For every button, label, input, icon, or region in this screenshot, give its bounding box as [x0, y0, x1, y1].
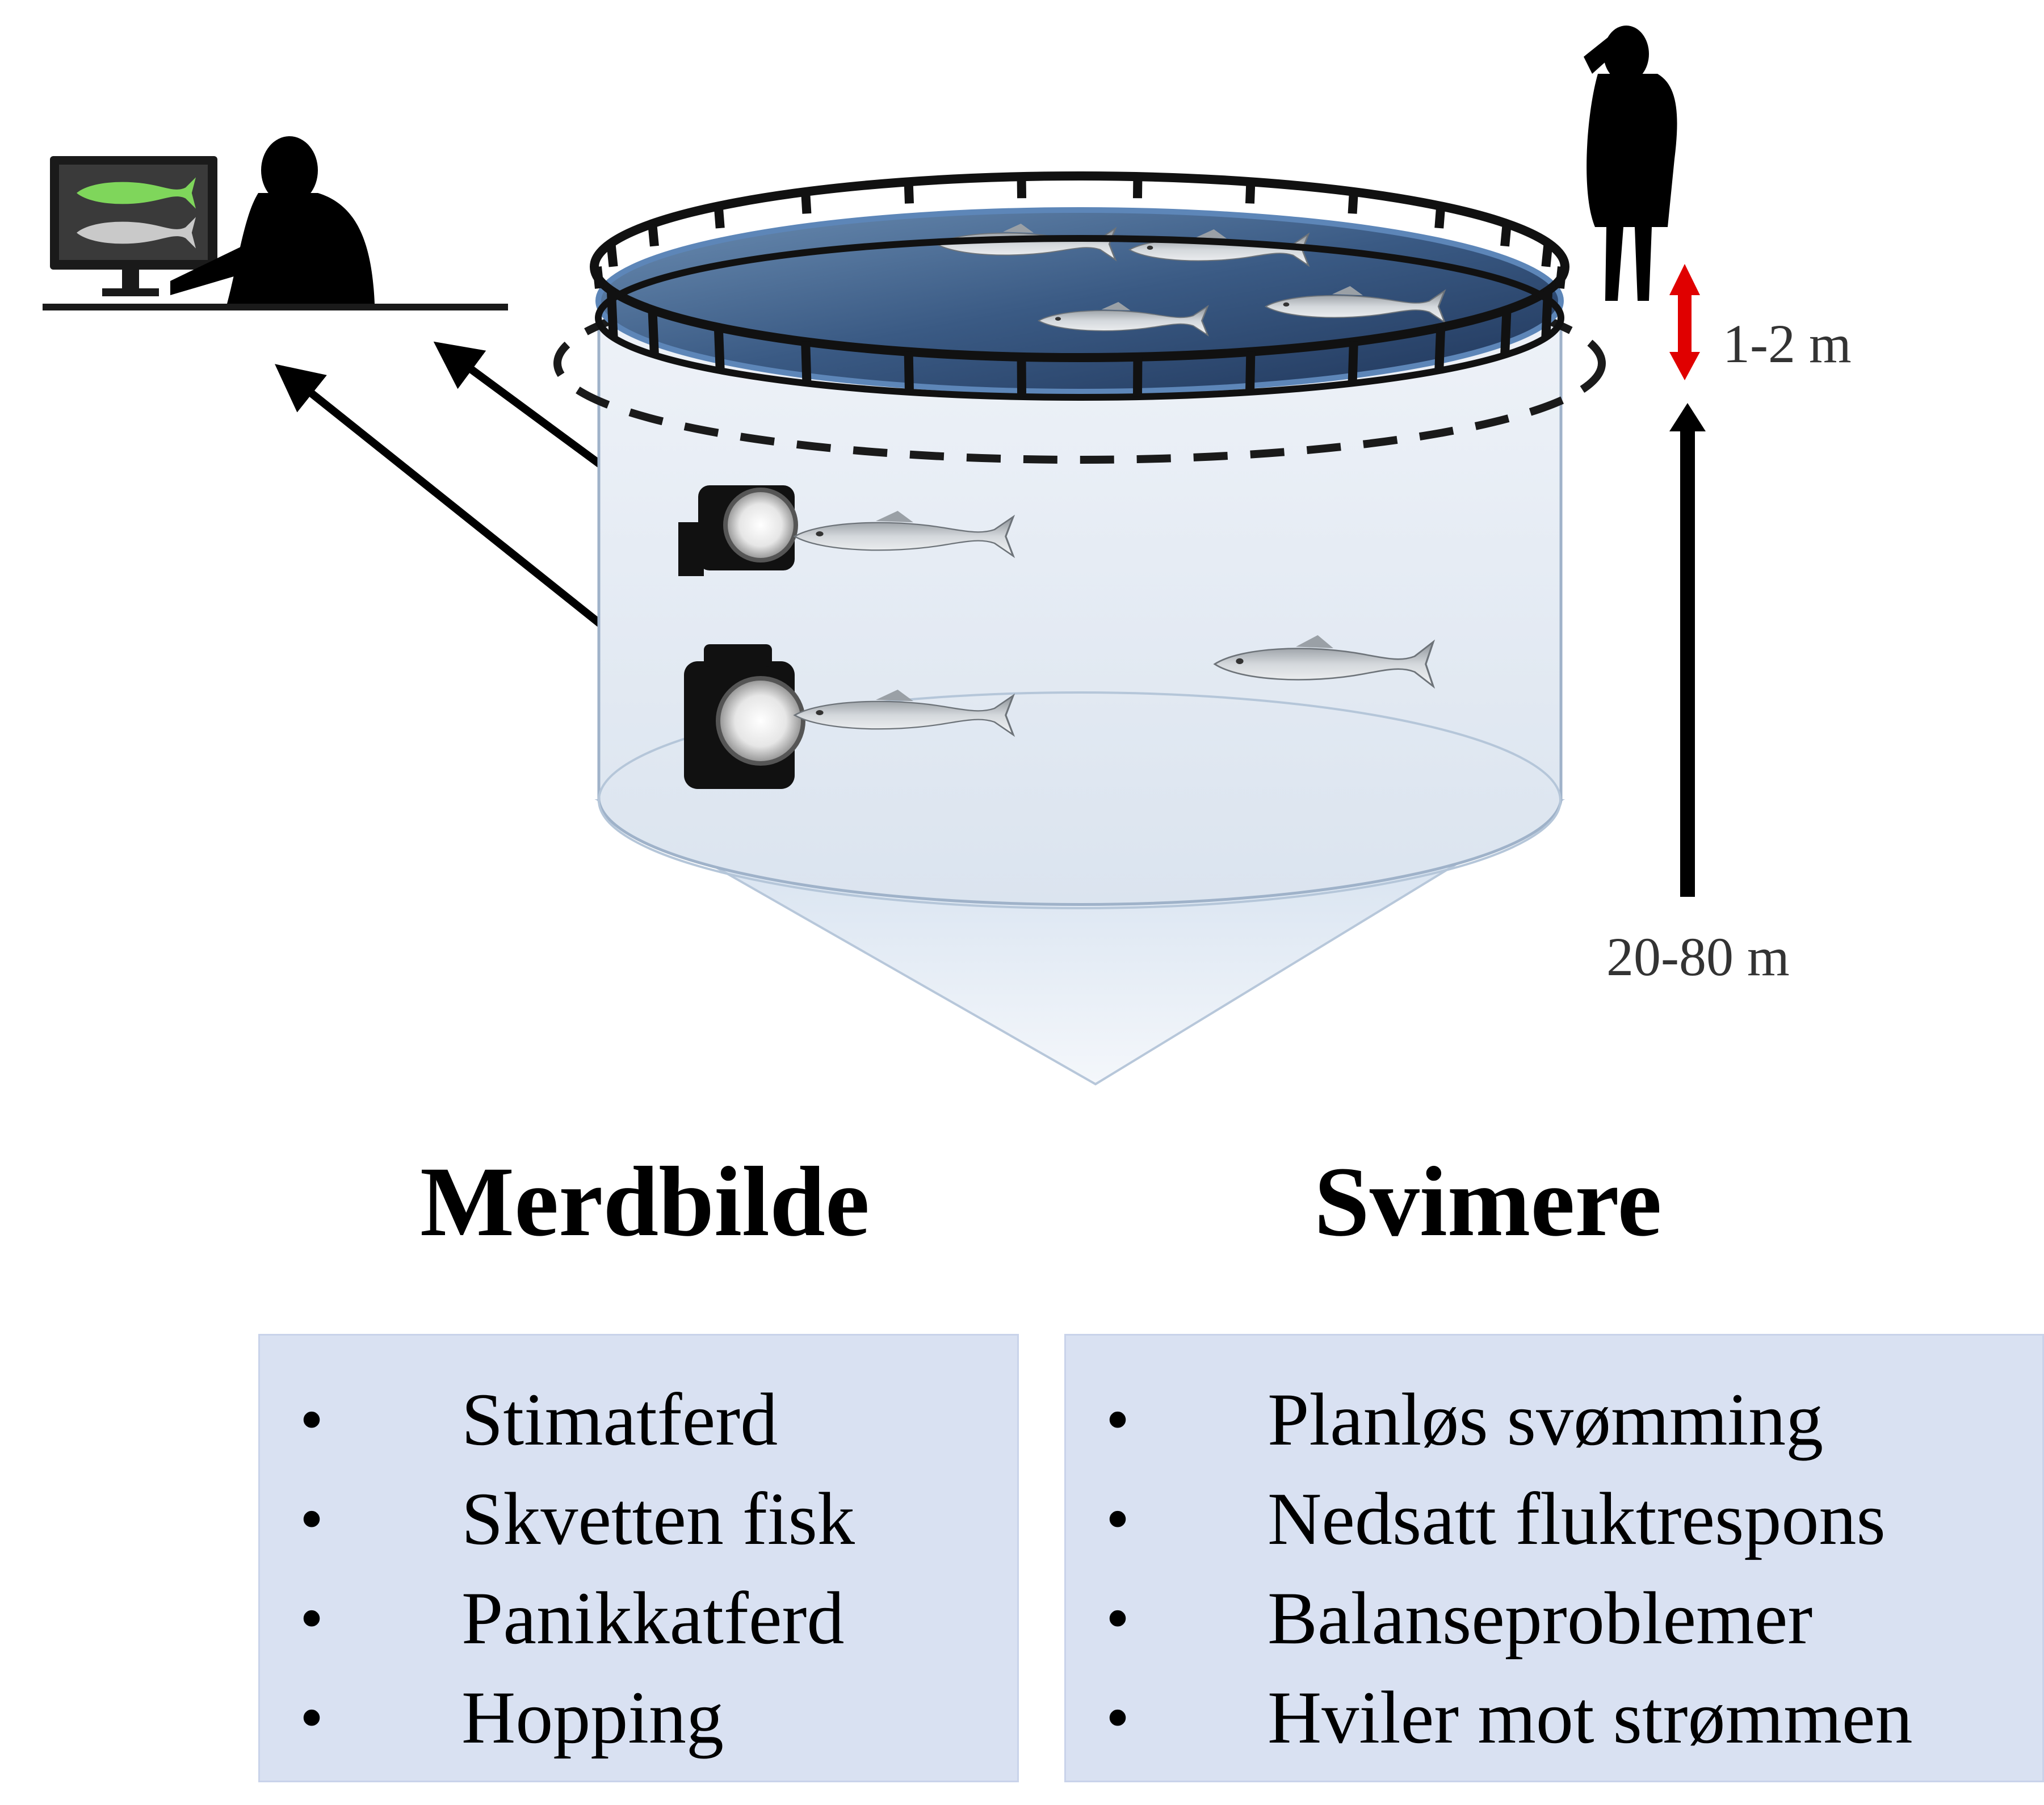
collar-post [1348, 341, 1358, 384]
list-item: •Hviler mot strømmen [1106, 1676, 1913, 1759]
operator-at-monitor [43, 136, 508, 310]
collar-post [606, 244, 618, 267]
list-item: •Nedsatt fluktrespons [1106, 1477, 1886, 1560]
collar-post [1434, 326, 1446, 371]
list-item: •Skvetten fisk [300, 1477, 855, 1560]
collar-post [1555, 266, 1567, 289]
collar-post [801, 191, 812, 214]
merdbilde-list-box: •Stimatferd •Skvetten fisk •Panikkatferd… [258, 1334, 1019, 1782]
collar-post [1541, 288, 1553, 337]
surface-gap-arrow [1669, 264, 1700, 380]
collar-post [713, 326, 725, 371]
camera-upper-icon [678, 485, 798, 576]
svimere-heading: Svimere [1314, 1147, 1662, 1257]
cage-depth-arrow [1669, 403, 1706, 897]
cage-depth-label: 20-80 m [1606, 926, 1790, 987]
collar-post [648, 224, 659, 247]
collar-post [606, 288, 618, 337]
collar-post [1500, 309, 1512, 355]
observer-silhouette-icon [1584, 26, 1677, 301]
collar-post [801, 341, 812, 384]
desk [43, 304, 508, 310]
list-item: •Balanseproblemer [1106, 1576, 1813, 1660]
list-item: •Planløs svømming [1106, 1378, 1824, 1461]
list-item: •Hopping [300, 1676, 724, 1759]
collar-post [1500, 224, 1512, 247]
waterline [553, 263, 1606, 464]
floating-collar [590, 171, 1569, 401]
surface-gap-label: 1-2 m [1723, 313, 1852, 374]
merdbilde-heading: Merdbilde [420, 1147, 870, 1257]
camera-lower-icon [684, 644, 805, 789]
list-item: •Stimatferd [300, 1378, 778, 1461]
collar-post [1434, 206, 1446, 229]
operator-silhouette-icon [170, 136, 375, 304]
fish-cage-illustration [43, 26, 1706, 1086]
list-item: •Panikkatferd [300, 1576, 845, 1660]
collar-post [1348, 191, 1358, 214]
collar-post [593, 266, 604, 289]
collar-post [648, 309, 659, 355]
svimere-list-box: •Planløs svømming •Nedsatt fluktrespons … [1064, 1334, 2044, 1782]
collar-post [1541, 244, 1553, 267]
collar-post [713, 206, 725, 229]
